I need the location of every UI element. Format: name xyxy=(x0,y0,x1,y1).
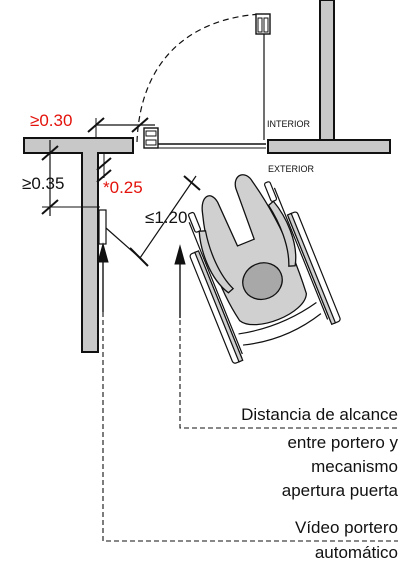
leader-lines xyxy=(102,312,398,542)
head xyxy=(242,262,283,301)
leader-reach xyxy=(179,320,398,429)
arrow-up-video xyxy=(97,242,109,263)
labels: ≥0.30 ≥0.35 *0.25 ≤1.20 INTERIOR EXTERIO… xyxy=(22,111,399,562)
wall-right-vertical xyxy=(319,0,335,141)
callout-video-line-1: Vídeo portero xyxy=(295,518,398,537)
leader-video xyxy=(102,312,398,542)
dimension-025: *0.25 xyxy=(103,178,143,197)
door-swing-arc xyxy=(136,13,263,143)
dimension-min-035: ≥0.35 xyxy=(22,174,64,193)
video-intercom-device xyxy=(98,209,107,245)
dimension-min-030: ≥0.30 xyxy=(30,111,72,130)
dimension-lines xyxy=(41,117,201,267)
wall-right-horizontal xyxy=(267,139,391,154)
callout-reach-line-3: mecanismo xyxy=(311,457,398,476)
label-interior: INTERIOR xyxy=(267,119,311,129)
callout-reach-line-2: entre portero y xyxy=(287,433,398,452)
wheelchair-user xyxy=(187,174,341,364)
wall-left-horizontal xyxy=(23,137,134,353)
wall-ends xyxy=(82,0,334,353)
label-exterior: EXTERIOR xyxy=(268,164,315,174)
door xyxy=(132,13,271,153)
arrow-up-reach xyxy=(174,244,186,265)
callout-video-line-2: automático xyxy=(315,543,398,562)
arrows xyxy=(97,242,186,318)
callout-reach-line-4: apertura puerta xyxy=(282,481,399,500)
callout-reach-line-1: Distancia de alcance xyxy=(241,405,398,424)
dimension-max-120: ≤1.20 xyxy=(145,208,187,227)
